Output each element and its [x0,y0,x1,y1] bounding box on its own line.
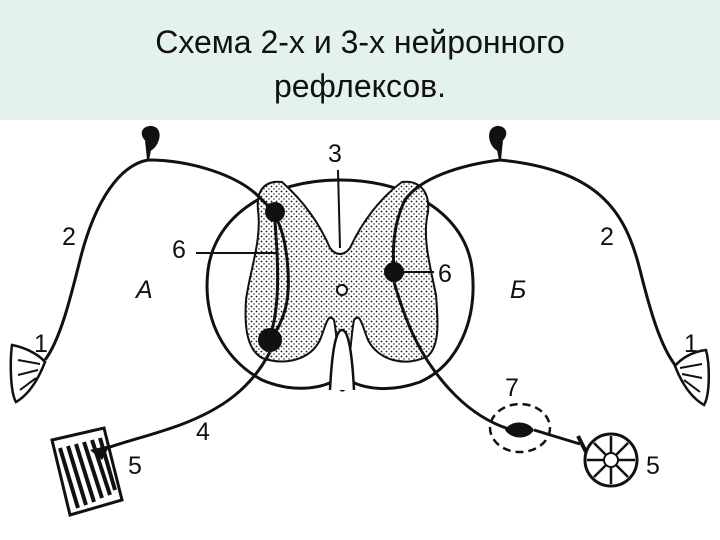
effector-muscle-left [50,426,124,517]
motor-neuron-body-left [258,328,282,352]
title-line-1: Схема 2-х и 3-х нейронного [155,24,565,60]
label-receptor-right: 1 [684,330,698,358]
effector-gland [583,432,639,488]
title-band [0,0,720,120]
interneuron-axon-left [270,221,280,331]
ventral-fissure [328,328,356,391]
label-reflex-a: А [134,276,153,304]
postganglionic-fiber [533,428,581,446]
receptor-right [673,348,710,407]
label-dorsal-root: 3 [328,140,342,168]
label-afferent-left: 2 [62,223,76,251]
motor-fiber-left [101,351,272,452]
fiber-endplate [576,435,588,453]
interneuron-body-left [265,202,285,222]
autonomic-ganglion [488,402,552,454]
spinal-ganglion-left [141,126,160,161]
dorsal-root-right [391,158,501,271]
central-canal [336,284,348,296]
afferent-fiber-left [43,158,149,361]
spinal-ganglion-right [489,126,507,161]
label-motor-fiber: 4 [196,418,210,446]
label-effector-muscle: 5 [128,452,142,480]
title-line-2: рефлексов. [273,68,447,104]
afferent-fiber-right [499,158,677,366]
slide-title: Схема 2-х и 3-х нейронного рефлексов. [0,20,720,108]
label-receptor-left: 1 [34,330,48,358]
receptor-left [9,343,47,404]
ganglion-neuron [505,422,534,438]
dorsal-septum [337,169,341,249]
label-ganglion: 7 [505,374,519,402]
label-afferent-right: 2 [600,223,614,251]
interneuron-body-right [384,262,404,282]
label-reflex-b: Б [510,276,526,304]
label-interneuron-right: 6 [438,260,452,288]
efferent-fiber-right [392,281,513,432]
label-effector-gland: 5 [646,452,660,480]
label-interneuron-left: 6 [172,236,186,264]
